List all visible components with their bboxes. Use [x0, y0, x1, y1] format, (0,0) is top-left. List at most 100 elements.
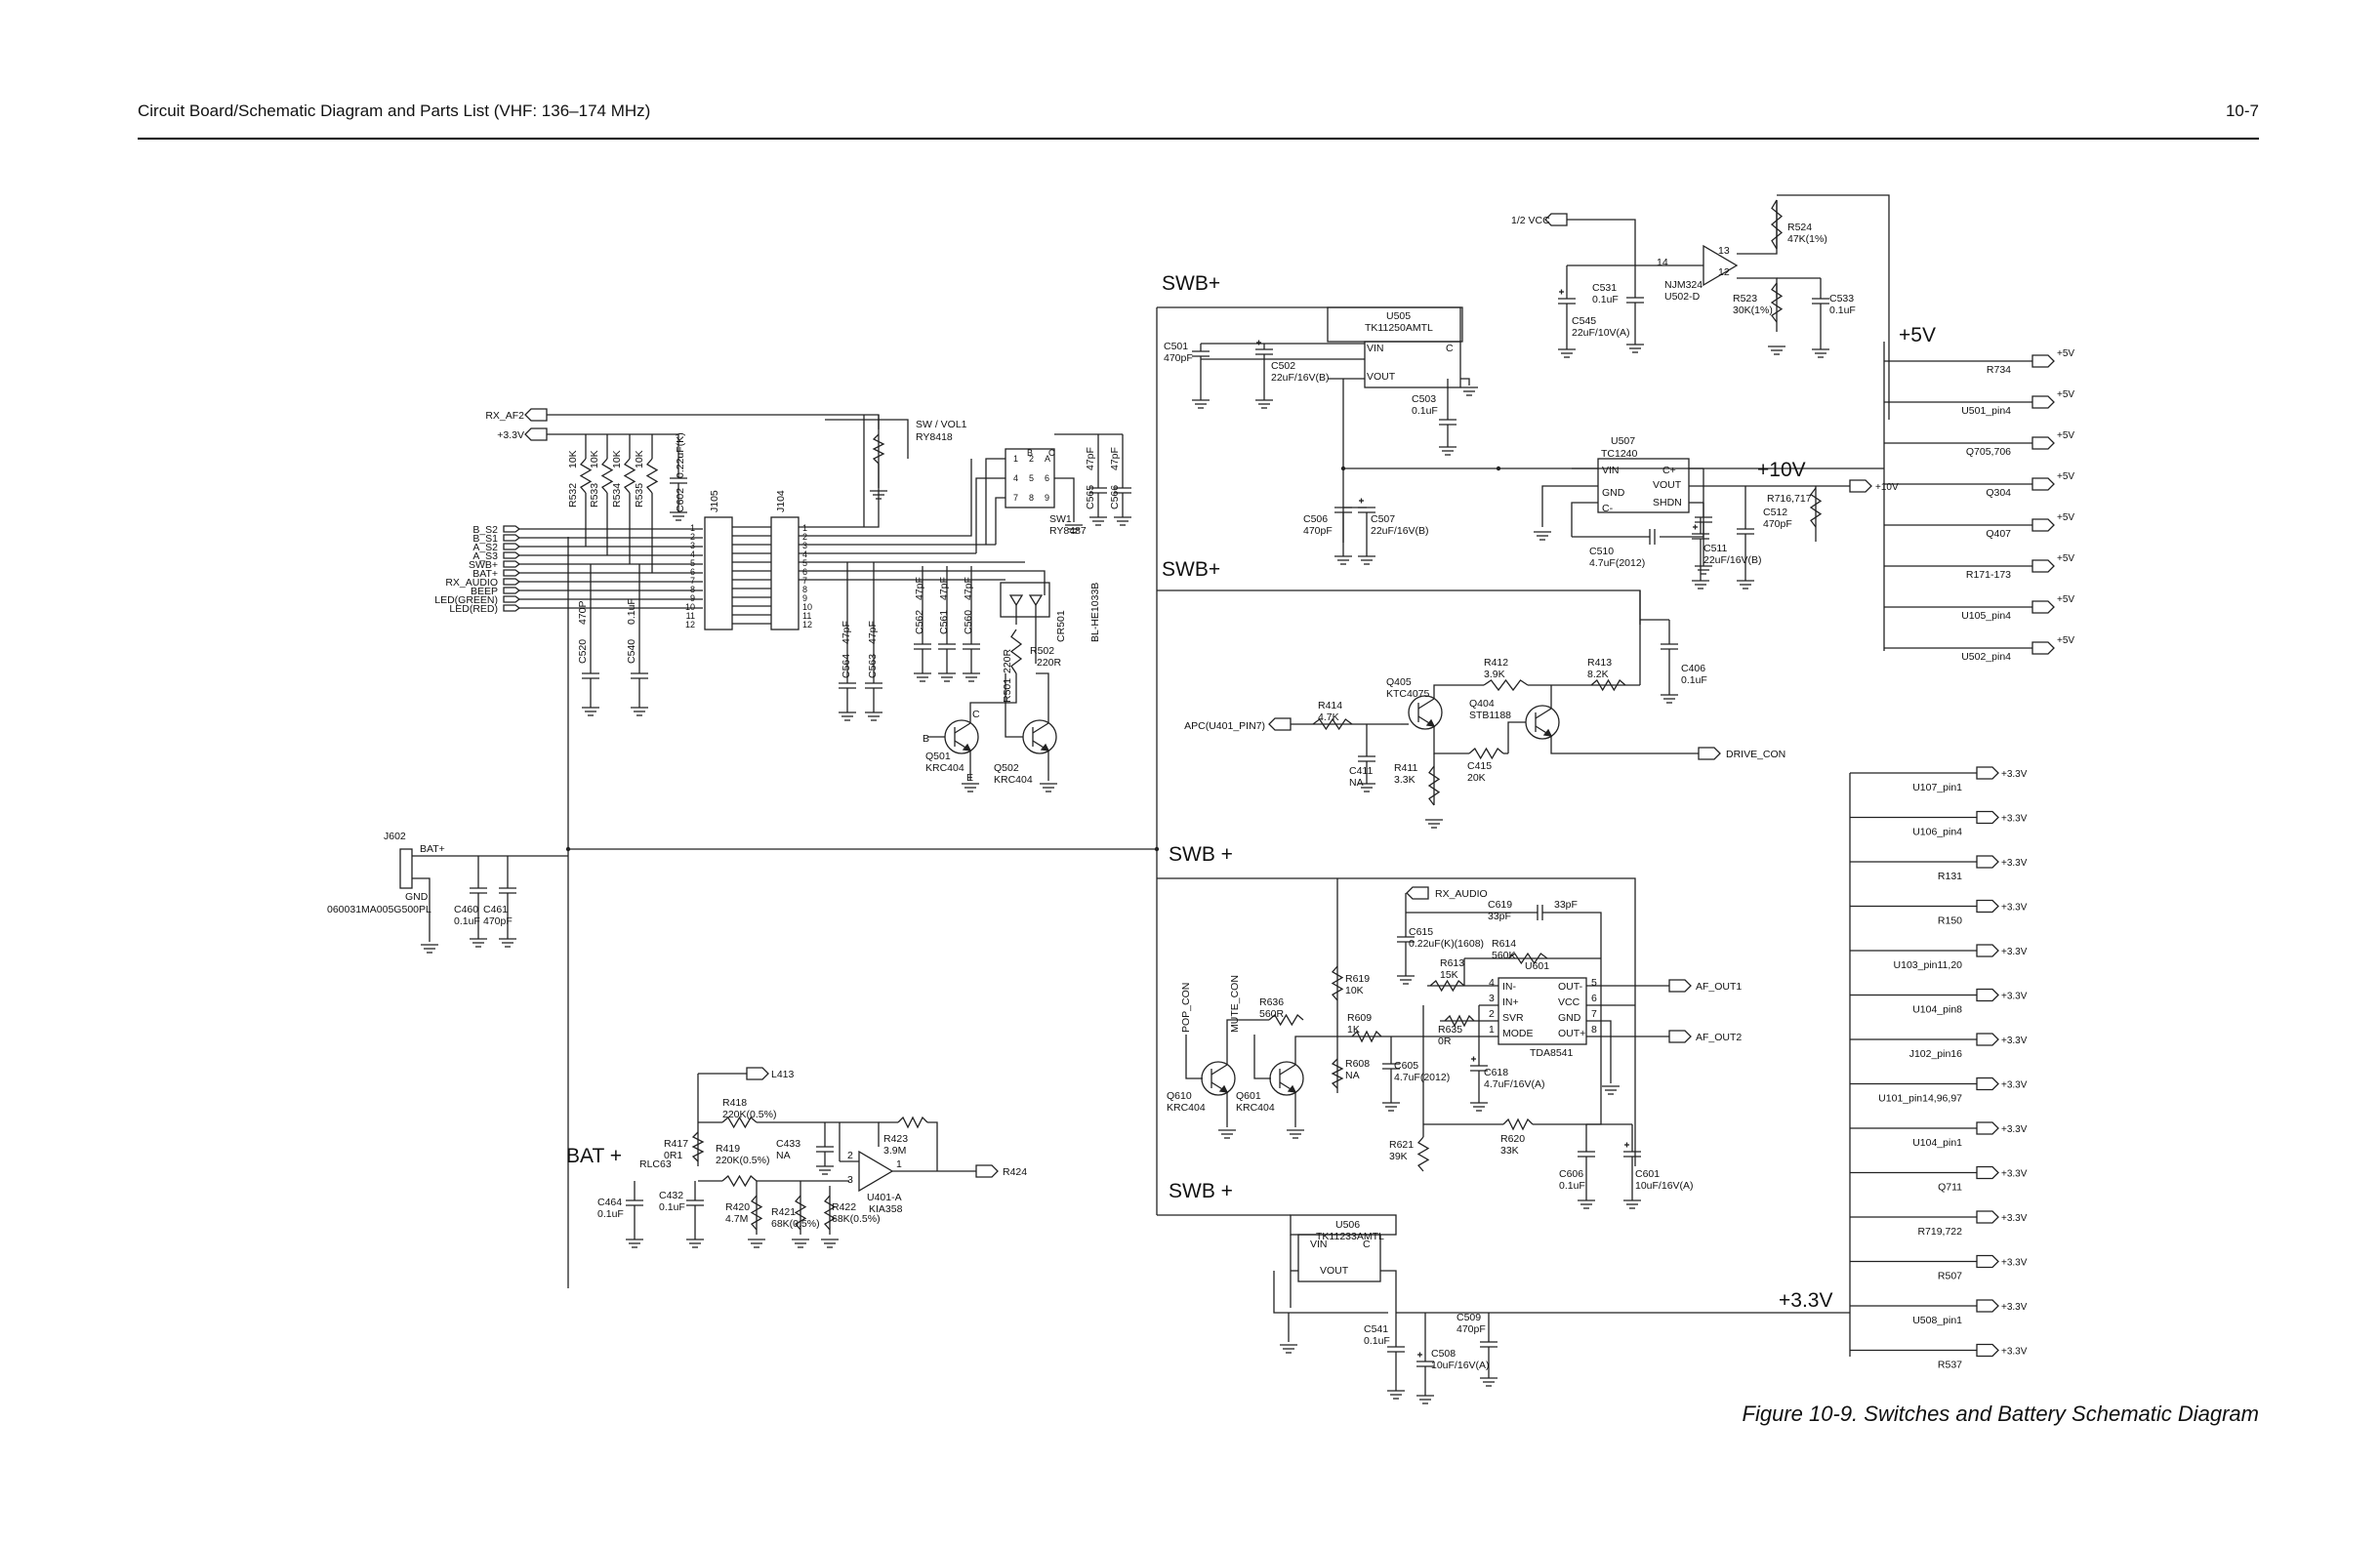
c507: 22uF/16V(B)	[1371, 525, 1429, 537]
j105-pin: 4	[690, 549, 695, 559]
c503: C503	[1412, 393, 1436, 405]
u507-pin-label: VIN	[1602, 465, 1620, 476]
r620: 33K	[1500, 1145, 1519, 1157]
mute-con-label: MUTE_CON	[1229, 975, 1241, 1033]
u506-pin-label: VIN	[1310, 1239, 1328, 1250]
r609: R609	[1347, 1012, 1372, 1024]
bus-flag	[503, 534, 521, 542]
c460: C460	[454, 904, 478, 915]
p33-destination: U101_pin14,96,97	[1878, 1093, 1962, 1105]
q502: Q502	[994, 762, 1019, 774]
wire	[825, 419, 909, 459]
wire	[799, 459, 972, 537]
r636: 560R	[1259, 1008, 1285, 1020]
c432: 0.1uF	[659, 1201, 685, 1213]
p10v-tag: +10V	[1875, 482, 1899, 493]
rlc63-ref: RLC63	[639, 1158, 672, 1170]
af-out2-label: AF_OUT2	[1696, 1032, 1742, 1043]
bus-signal-label: B_S2	[472, 524, 498, 536]
u601-part: TDA8541	[1530, 1047, 1574, 1059]
r417: R417	[664, 1138, 688, 1150]
resistor-symbol	[1351, 1030, 1382, 1043]
c411: NA	[1349, 777, 1364, 789]
p5v-destination: R734	[1987, 364, 2011, 376]
p5v-tag: +5V	[2057, 471, 2074, 482]
r423: 3.9M	[883, 1145, 906, 1157]
u601-ref: U601	[1525, 960, 1549, 972]
u505-outline	[1327, 306, 1463, 343]
q502-symbol	[1022, 719, 1057, 754]
bus-signal-label: BEEP	[471, 586, 498, 597]
pop-con-label: POP_CON	[1180, 983, 1192, 1033]
c506: 470pF	[1303, 525, 1333, 537]
c619-value: 33pF	[1554, 899, 1578, 911]
sw1-body	[1005, 448, 1055, 508]
c619: 33pF	[1488, 911, 1511, 922]
c508: C508	[1431, 1348, 1456, 1360]
p33-destination: U106_pin4	[1912, 827, 1962, 838]
u502-part: U502-D	[1664, 291, 1701, 303]
u601-pin-number: 8	[1591, 1024, 1597, 1036]
header-divider	[138, 138, 2259, 140]
j105-pin: 8	[690, 585, 695, 594]
sw1-part: RY8487	[1049, 525, 1087, 537]
c511: C511	[1703, 543, 1727, 554]
connector-flag	[1976, 1254, 1999, 1269]
r501-ref: R501	[1002, 678, 1013, 703]
resistor-symbol	[1770, 282, 1784, 323]
p5v-tag: +5V	[2057, 635, 2074, 646]
p33-tag: +3.3V	[2001, 1258, 2028, 1269]
r501-value: 220R	[1002, 648, 1013, 673]
sw1-pin: C	[1048, 448, 1055, 458]
wire	[1054, 477, 1075, 522]
u507-pin-label: C-	[1602, 503, 1614, 514]
p5v-tag: +5V	[2057, 553, 2074, 564]
bus-flag	[503, 543, 521, 550]
q405-symbol	[1408, 695, 1443, 730]
resistor-symbol	[623, 458, 636, 494]
c501: 470pF	[1164, 352, 1193, 364]
transistor-collector	[1279, 1064, 1296, 1076]
half-vcc-label: 1/2 VCC	[1511, 215, 1550, 226]
u507-pin-label: GND	[1602, 487, 1625, 499]
q610-symbol	[1201, 1061, 1236, 1096]
wire	[995, 497, 1005, 545]
wire	[969, 673, 1017, 723]
c406: 0.1uF	[1681, 674, 1707, 686]
j104-pin: 11	[802, 611, 811, 621]
c433: C433	[776, 1138, 800, 1150]
j602-pin-label: GND	[405, 891, 429, 903]
c563-value: 47pF	[867, 621, 879, 644]
p5v-destination: Q407	[1986, 528, 2011, 540]
transistor-collector	[1417, 698, 1435, 710]
q404: Q404	[1469, 698, 1495, 710]
q601-symbol	[1269, 1061, 1304, 1096]
u601-pin-label: SVR	[1502, 1012, 1524, 1024]
q501-pin: E	[966, 772, 973, 784]
resistor-symbol	[1507, 952, 1548, 965]
connector-flag	[1976, 1299, 1999, 1313]
r412: R412	[1484, 657, 1508, 669]
connector-flag	[2031, 559, 2055, 573]
r53x-ref: R534	[611, 483, 623, 508]
q501-symbol	[944, 719, 979, 754]
wire	[927, 1121, 938, 1171]
c560-value: 47pF	[963, 577, 974, 600]
c562-ref: C562	[914, 610, 925, 634]
j104-pin: 9	[802, 593, 807, 603]
connector-flag	[2031, 641, 2055, 655]
l413-label: L413	[771, 1069, 795, 1080]
sw1-pin: 7	[1013, 493, 1018, 503]
resistor-symbol	[1331, 965, 1344, 1001]
connector-flag	[1976, 944, 1999, 957]
r613: R613	[1440, 957, 1464, 969]
r53x-value: 10K	[611, 450, 623, 468]
rail-label-v33: +3.3V	[1779, 1289, 1832, 1312]
connector-flag	[1976, 810, 1999, 825]
j602-pin-label: BAT+	[420, 843, 445, 855]
u601-pin-label: GND	[1558, 1012, 1581, 1024]
p5v-tag: +5V	[2057, 430, 2074, 441]
resistor-symbol	[1590, 678, 1626, 692]
c461: 470pF	[483, 915, 513, 927]
j602-part: 060031MA005G500PL	[327, 904, 431, 915]
